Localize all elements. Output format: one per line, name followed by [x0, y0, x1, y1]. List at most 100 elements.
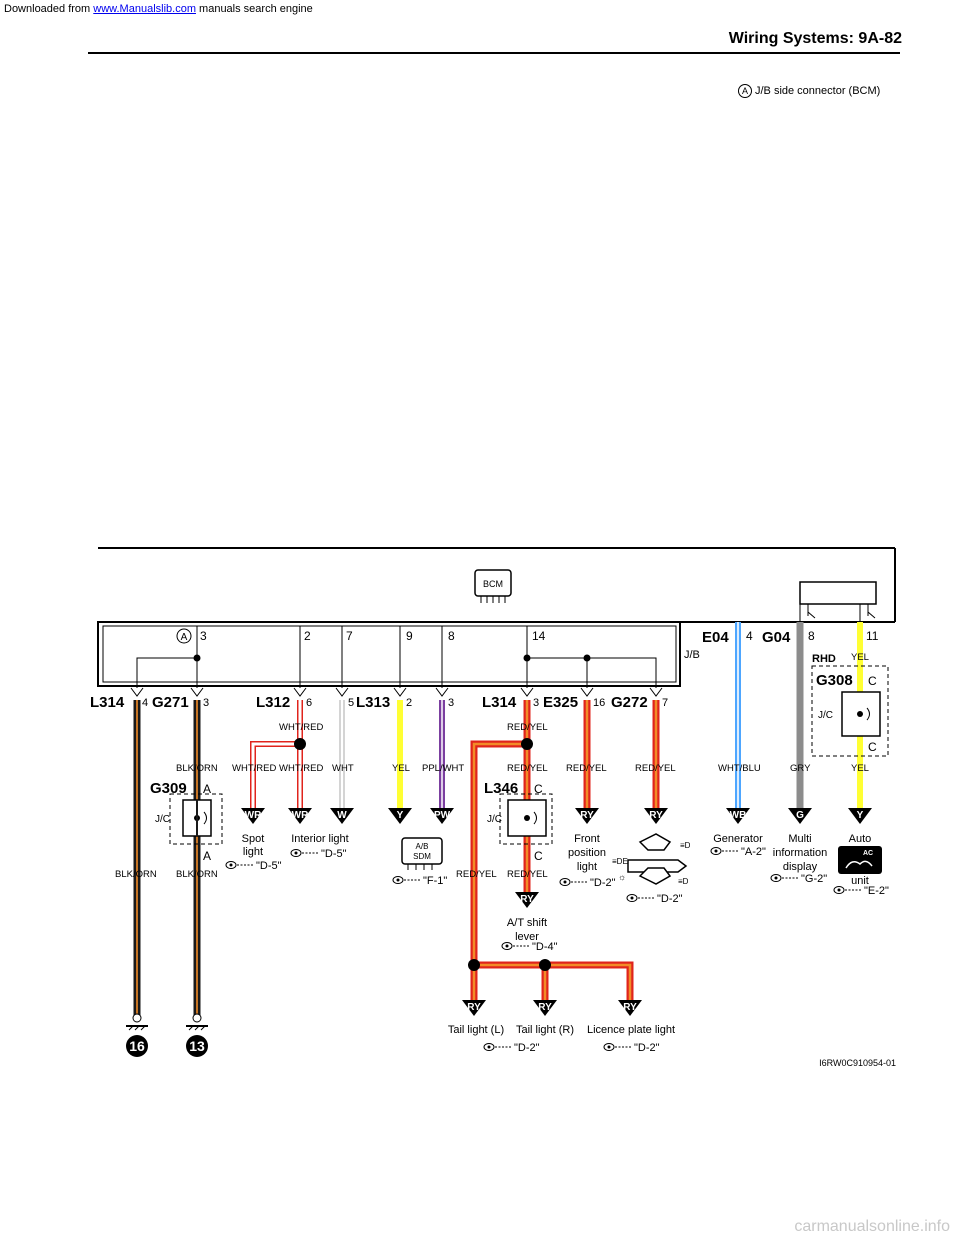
wire-label-ppl-wht: PPL/WHT	[422, 763, 464, 774]
manualslib-link[interactable]: www.Manualslib.com	[93, 3, 196, 15]
connector-l314-b-pin: 3	[533, 697, 539, 709]
junction-g309-pin-a: A	[203, 782, 211, 796]
jb-internal-lines	[136, 626, 657, 688]
load-auto-2: unit	[851, 875, 869, 887]
ref-switch: "D-2"	[657, 893, 683, 905]
ab-sdm-chip-icon: A/B SDM	[401, 837, 443, 870]
junction-g309: G309 A A J/C	[150, 780, 223, 863]
svg-text:≡D: ≡D	[680, 841, 691, 850]
svg-text:WB: WB	[730, 810, 747, 821]
pin-g04-11: 11	[866, 629, 879, 643]
connector-e04: E04	[702, 629, 729, 646]
jb-label: J/B	[684, 649, 700, 661]
load-spot-1: Spot	[242, 833, 265, 845]
tag-ry-tail-l: RY	[462, 1000, 486, 1016]
svg-text:RY: RY	[649, 810, 663, 821]
jb-box	[97, 621, 681, 687]
junction-l346: L346 C C J/C	[484, 780, 553, 863]
wire-label-yel-g308-bot: YEL	[851, 763, 869, 774]
pin-e04: 4	[746, 629, 753, 643]
junction-g308: G308 C C J/C	[811, 665, 889, 757]
wire-label-gry: GRY	[790, 763, 811, 774]
connector-l312-pin: 6	[306, 697, 312, 709]
module-marker-circle	[176, 628, 192, 644]
svg-text:RY: RY	[580, 810, 594, 821]
load-multi-2: information	[773, 847, 827, 859]
load-front-3: light	[577, 861, 597, 873]
tag-g: G	[788, 808, 812, 824]
load-tail-r: Tail light (R)	[516, 1024, 574, 1036]
wire-tags: WR WR W Y PW RY RY WB G Y RY RY RY RY	[241, 808, 872, 1016]
splice-red-yel-right	[539, 959, 551, 971]
svg-text:≡DE: ≡DE	[612, 857, 628, 866]
wire-label-red-yel-4: RED/YEL	[635, 763, 676, 774]
ground-16-label: 16	[129, 1038, 145, 1054]
wire-label-red-yel-1: RED/YEL	[507, 722, 548, 733]
load-at-1: A/T shift	[507, 917, 547, 929]
pin-14: 14	[532, 629, 546, 643]
ref-eye-icon	[290, 849, 318, 857]
connector-g271: G271	[152, 694, 189, 711]
connector-l312: L312	[256, 694, 290, 711]
wire-label-wht: WHT	[332, 763, 354, 774]
load-interior: Interior light	[291, 833, 348, 845]
connector-pin-5: 5	[348, 697, 354, 709]
pin-g04-8: 8	[808, 629, 815, 643]
ref-eye-icon	[603, 1043, 631, 1051]
load-auto-1: Auto	[849, 833, 872, 845]
pin-8: 8	[448, 629, 455, 643]
svg-text:G: G	[796, 810, 804, 821]
wire-label-yel: YEL	[392, 763, 410, 774]
connector-l314-a: L314	[90, 694, 125, 711]
load-tail-l: Tail light (L)	[448, 1024, 504, 1036]
ref-spot: "D-5"	[256, 860, 282, 872]
tag-ry-front: RY	[575, 808, 599, 824]
pin-3: 3	[200, 629, 207, 643]
ref-auto: "E-2"	[864, 885, 889, 897]
ref-at: "D-4"	[532, 941, 558, 953]
splice-wht-red	[294, 738, 306, 750]
wire-label-blk-orn-3: BLK/ORN	[176, 869, 218, 880]
connector-e325: E325	[543, 694, 578, 711]
pin-9: 9	[406, 629, 413, 643]
connector-notches	[130, 687, 663, 697]
ref-multi: "G-2"	[801, 873, 827, 885]
footer-watermark: carmanualsonline.info	[794, 1218, 950, 1235]
download-suffix: manuals search engine	[195, 3, 313, 15]
wire-label-yel-g308-top: YEL	[851, 652, 869, 663]
ref-eye-icon	[770, 874, 798, 882]
connector-g271-pin: 3	[203, 697, 209, 709]
tag-wr-2: WR	[288, 808, 312, 824]
junction-g309-pin-b: A	[203, 849, 211, 863]
wire-label-red-yel-3: RED/YEL	[566, 763, 607, 774]
ref-eye-icon	[559, 878, 587, 886]
connector-l313: L313	[356, 694, 390, 711]
wire-label-red-yel-2: RED/YEL	[507, 763, 548, 774]
wire-label-wht-blu: WHT/BLU	[718, 763, 761, 774]
wire-red-yel-trunk	[470, 700, 634, 1000]
junction-l346-label: L346	[484, 780, 518, 797]
connector-l314-a-pin: 4	[142, 697, 148, 709]
connector-g272: G272	[611, 694, 648, 711]
tag-ry-tail-r: RY	[533, 1000, 557, 1016]
connector-l313-pin: 2	[406, 697, 412, 709]
ref-eye-icon	[501, 942, 529, 950]
load-front-1: Front	[574, 833, 600, 845]
ref-eye-icon	[833, 886, 861, 894]
junction-g309-jc: J/C	[155, 814, 170, 825]
tag-ry-at: RY	[515, 892, 539, 908]
junction-g308-pin-a: C	[868, 674, 877, 688]
bcm-frame	[97, 547, 896, 687]
connector-e325-pin: 16	[593, 697, 605, 709]
ground-13: 13	[186, 1013, 208, 1057]
ground-16: 16	[126, 1013, 148, 1057]
load-multi-1: Multi	[788, 833, 811, 845]
svg-text:WR: WR	[292, 810, 309, 821]
junction-g308-pin-b: C	[868, 740, 877, 754]
rhd-label: RHD	[812, 653, 836, 665]
svg-text:A/B: A/B	[416, 842, 429, 851]
wire-label-red-yel-5: RED/YEL	[456, 869, 497, 880]
lighting-switch-icon: ≡D ≡DE ☼ ≡D	[612, 833, 691, 886]
header-rule	[88, 52, 900, 54]
